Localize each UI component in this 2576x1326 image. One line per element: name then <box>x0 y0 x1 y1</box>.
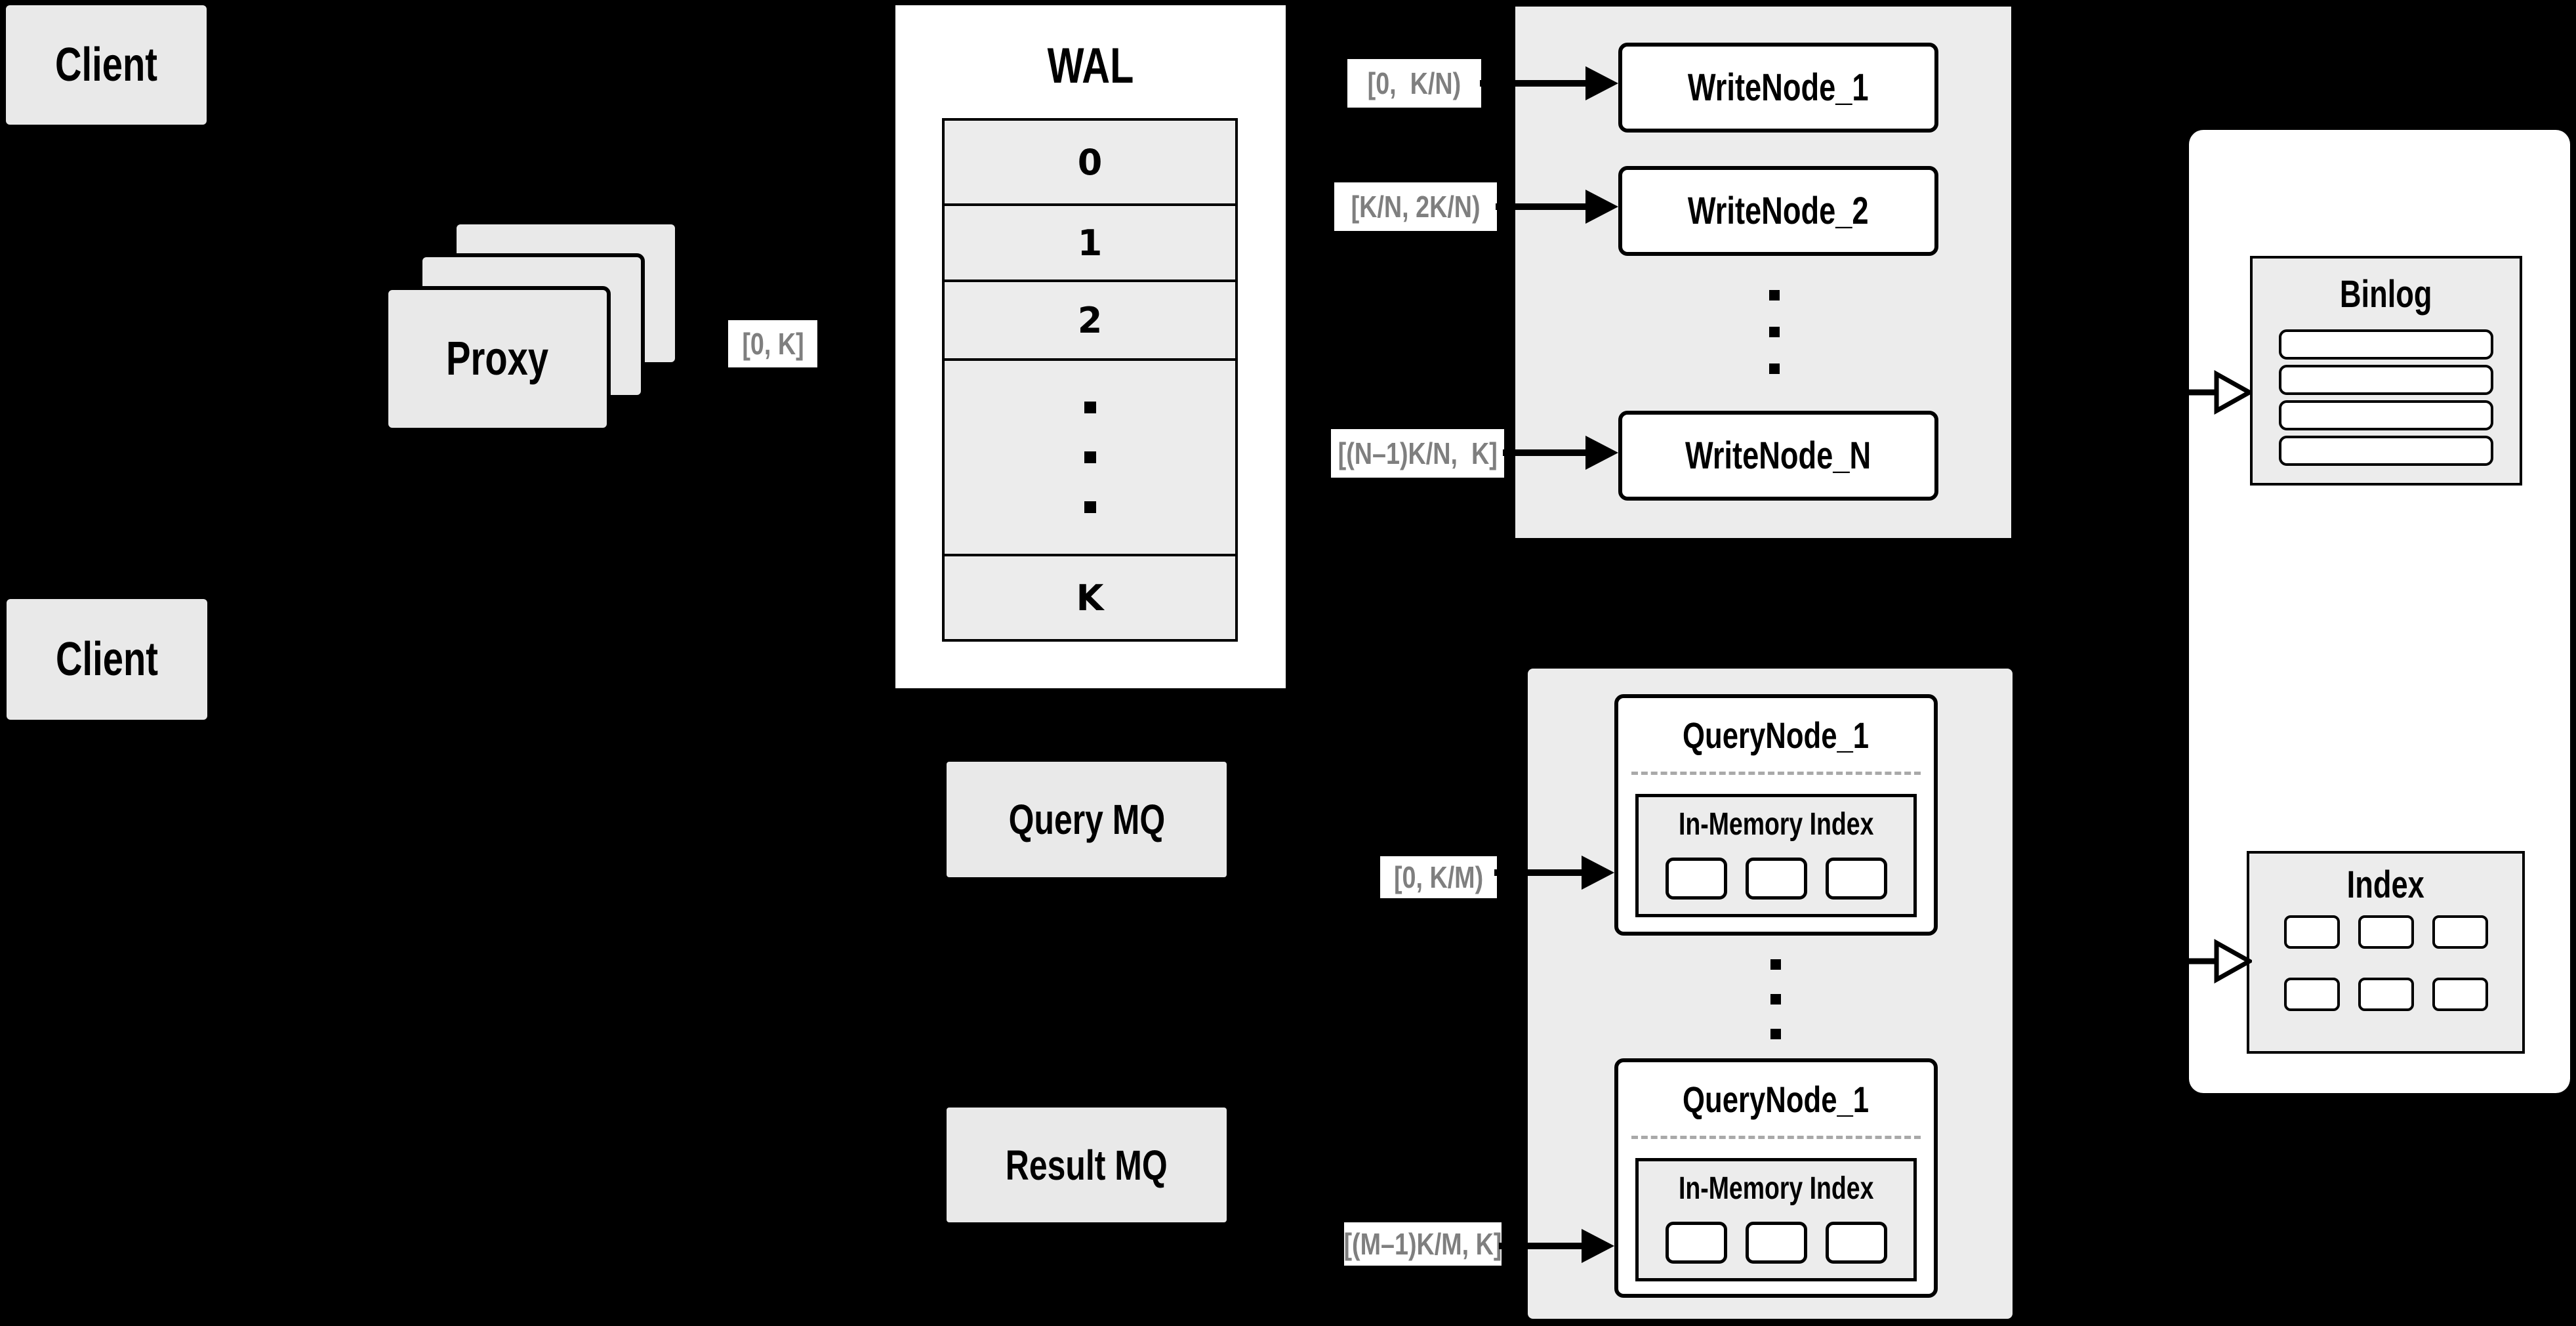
binlog-row <box>2279 436 2493 466</box>
result-mq-label: Result MQ <box>1006 1141 1168 1189</box>
in-memory-index-box: In-Memory Index <box>1635 794 1917 917</box>
proxy-label: Proxy <box>446 333 549 385</box>
index-cell <box>2358 915 2414 949</box>
write-node-2-box: WriteNode_2 <box>1618 166 1938 256</box>
segment-cell <box>1665 858 1727 900</box>
in-memory-index-label: In-Memory Index <box>1678 1171 1874 1206</box>
binlog-title: Binlog <box>2340 272 2432 316</box>
segment-cell <box>1825 1222 1887 1264</box>
wal-row-ellipsis <box>945 361 1235 556</box>
vertical-ellipsis-icon <box>1770 959 1781 1039</box>
solid-arrow-right-icon <box>1480 66 1618 100</box>
segment-cell <box>1745 858 1807 900</box>
vertical-ellipsis-icon <box>1769 290 1780 374</box>
range-chip-query-1-label: [0, K/M) <box>1393 860 1484 894</box>
range-chip-query-1: [0, K/M) <box>1380 856 1497 898</box>
segment-cell <box>1745 1222 1807 1264</box>
range-chip-write-1-label: [0, K/N) <box>1367 66 1462 100</box>
wal-box: WAL 0 1 2 K <box>895 5 1286 688</box>
result-mq-box: Result MQ <box>947 1108 1227 1222</box>
wal-row-0: 0 <box>945 121 1235 206</box>
write-node-1-box: WriteNode_1 <box>1618 43 1938 133</box>
range-chip-write-2-label: [K/N, 2K/N) <box>1351 190 1481 224</box>
client-bottom-label: Client <box>55 633 158 686</box>
index-cell <box>2358 978 2414 1011</box>
range-chip-proxy-label: [0, K] <box>741 327 804 361</box>
client-top-label: Client <box>54 39 157 91</box>
query-node-m-box: QueryNode_1 In-Memory Index <box>1614 1058 1938 1298</box>
binlog-row <box>2279 365 2493 395</box>
range-chip-write-n-label: [(N–1)K/N, K] <box>1338 436 1498 470</box>
wal-row-2: 2 <box>945 282 1235 361</box>
range-chip-write-1: [0, K/N) <box>1347 59 1481 108</box>
segment-cell <box>1665 1222 1727 1264</box>
index-title: Index <box>2346 863 2425 906</box>
index-cell <box>2283 915 2340 949</box>
query-mq-label: Query MQ <box>1008 796 1165 843</box>
range-chip-write-n: [(N–1)K/N, K] <box>1331 429 1504 478</box>
wal-table: 0 1 2 K <box>942 118 1238 642</box>
write-node-1-label: WriteNode_1 <box>1688 66 1869 109</box>
client-bottom-box: Client <box>7 599 207 720</box>
write-node-2-label: WriteNode_2 <box>1688 190 1869 232</box>
hollow-arrow-right-icon <box>2189 939 2252 984</box>
query-node-m-title-wrap: QueryNode_1 <box>1618 1062 1934 1136</box>
vertical-ellipsis-icon <box>1084 402 1096 513</box>
dashed-divider <box>1631 1136 1921 1139</box>
range-chip-proxy: [0, K] <box>728 320 817 367</box>
range-chip-query-m-label: [(M–1)K/M, K] <box>1343 1227 1502 1261</box>
segment-cells <box>1639 1222 1913 1264</box>
store-engine-box: Store Engine Binlog Index <box>2189 130 2570 1093</box>
binlog-row <box>2279 329 2493 360</box>
query-node-m-title: QueryNode_1 <box>1683 1078 1870 1120</box>
wal-title: WAL <box>1047 38 1134 94</box>
index-cell <box>2432 915 2488 949</box>
wal-row-1: 1 <box>945 206 1235 282</box>
range-chip-query-m: [(M–1)K/M, K] <box>1344 1222 1502 1266</box>
solid-arrow-right-icon <box>1494 856 1614 890</box>
proxy-card-front: Proxy <box>384 286 611 432</box>
write-node-n-label: WriteNode_N <box>1685 434 1871 477</box>
in-memory-index-title-wrap: In-Memory Index <box>1639 1161 1913 1215</box>
binlog-title-wrap: Binlog <box>2253 259 2520 329</box>
write-node-n-box: WriteNode_N <box>1618 411 1938 501</box>
binlog-box: Binlog <box>2250 256 2522 486</box>
index-title-wrap: Index <box>2249 854 2522 915</box>
solid-arrow-right-icon <box>1496 190 1618 224</box>
hollow-arrow-right-icon <box>2189 370 2252 415</box>
solid-arrow-right-icon <box>1499 1229 1614 1263</box>
query-node-1-title-wrap: QueryNode_1 <box>1618 698 1934 772</box>
solid-arrow-right-icon <box>1503 436 1618 470</box>
wal-row-k: K <box>1076 577 1104 619</box>
query-node-1-box: QueryNode_1 In-Memory Index <box>1614 694 1938 936</box>
dashed-divider <box>1631 772 1921 775</box>
query-node-1-title: QueryNode_1 <box>1683 714 1870 756</box>
binlog-row <box>2279 400 2493 430</box>
binlog-rows <box>2253 329 2520 466</box>
index-grid <box>2249 915 2522 1011</box>
segment-cells <box>1639 858 1913 900</box>
range-chip-write-2: [K/N, 2K/N) <box>1334 182 1497 231</box>
index-cell <box>2432 978 2488 1011</box>
query-mq-box: Query MQ <box>947 762 1227 877</box>
in-memory-index-label: In-Memory Index <box>1678 806 1874 842</box>
index-box: Index <box>2247 851 2525 1054</box>
in-memory-index-box: In-Memory Index <box>1635 1158 1917 1281</box>
in-memory-index-title-wrap: In-Memory Index <box>1639 797 1913 851</box>
segment-cell <box>1825 858 1887 900</box>
client-top-box: Client <box>6 5 207 125</box>
wal-title-wrap: WAL <box>895 31 1286 100</box>
index-cell <box>2283 978 2340 1011</box>
